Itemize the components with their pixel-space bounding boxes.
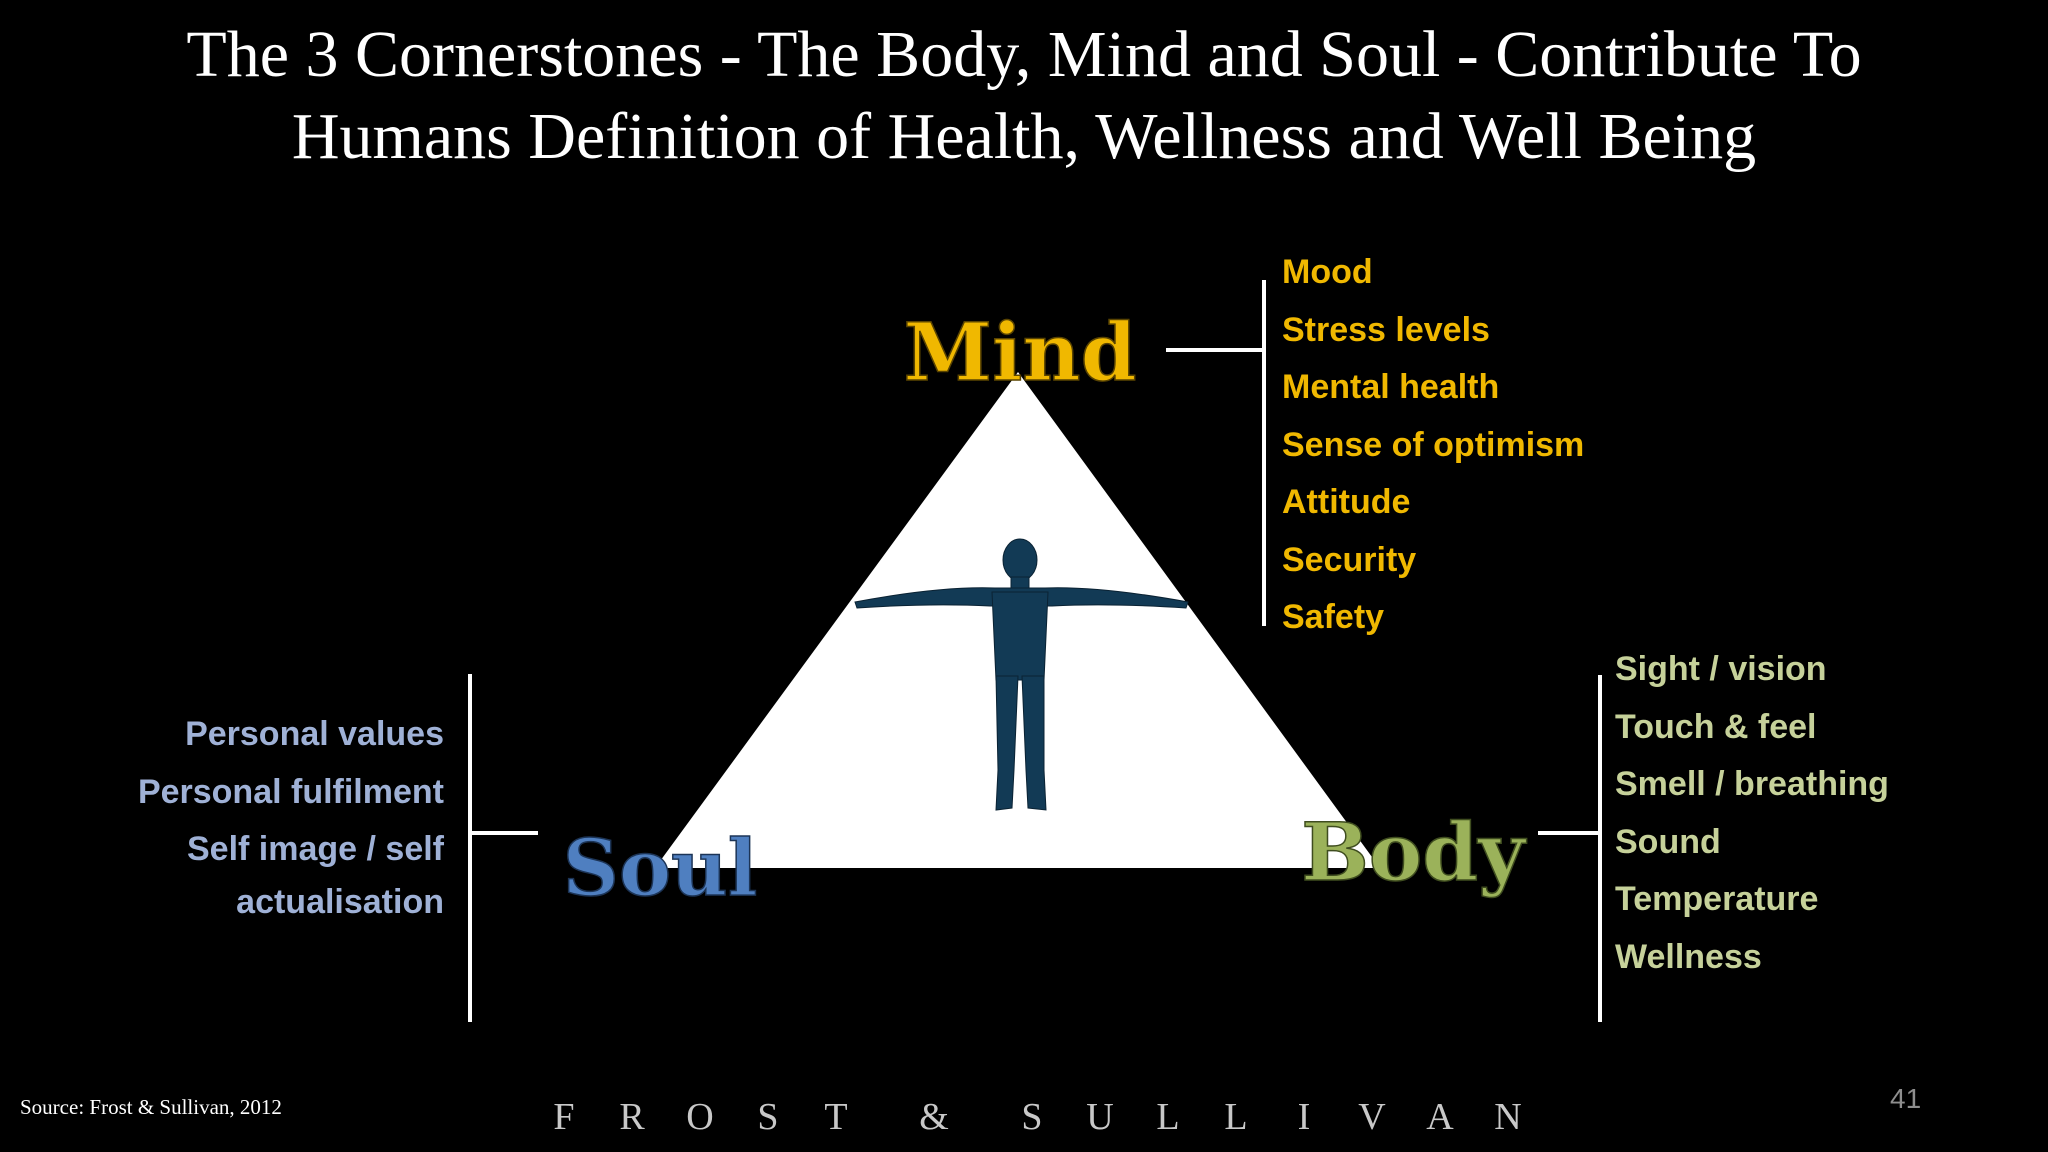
logo-letter: S	[757, 1096, 779, 1138]
soul-bracket	[468, 674, 538, 1022]
logo-letter: V	[1358, 1096, 1386, 1138]
logo-letter: N	[1494, 1096, 1522, 1138]
mind-item: Safety	[1282, 598, 1385, 636]
logo-letter	[968, 1095, 998, 1139]
logo-letter: O	[686, 1096, 714, 1138]
body-item: Sound	[1615, 822, 1721, 861]
mind-item: Security	[1282, 540, 1417, 579]
source-citation: Source: Frost & Sullivan, 2012	[20, 1095, 282, 1119]
soul-items-list: Personal values Personal fulfilment Self…	[138, 706, 444, 926]
mind-item: Mental health	[1282, 368, 1500, 406]
mind-item: Sense of optimism	[1282, 425, 1585, 464]
human-figure-icon	[854, 538, 1189, 811]
mind-item: Stress levels	[1282, 310, 1490, 349]
slide-title-line-2: Humans Definition of Health, Wellness an…	[291, 100, 1757, 173]
soul-item: Personal fulfilment	[137, 772, 444, 811]
logo-letter: L	[1156, 1096, 1180, 1138]
body-item: Temperature	[1615, 880, 1819, 918]
body-item: Wellness	[1615, 937, 1762, 976]
logo-letter	[870, 1095, 900, 1139]
body-item: Smell / breathing	[1615, 765, 1889, 803]
logo-letter: I	[1297, 1096, 1311, 1138]
logo-letter: F	[553, 1096, 575, 1138]
mind-label: Mind	[903, 305, 1136, 399]
logo-letter: U	[1086, 1096, 1114, 1138]
logo-letter: S	[1021, 1096, 1043, 1138]
mind-bracket	[1166, 280, 1266, 626]
logo-letter: R	[619, 1096, 645, 1138]
body-item: Sight / vision	[1615, 650, 1827, 688]
page-number: 41	[1890, 1083, 1922, 1114]
mind-items-list: Mood Stress levels Mental health Sense o…	[1282, 244, 1584, 647]
mind-item: Mood	[1282, 253, 1373, 291]
soul-label: Soul	[563, 823, 758, 914]
soul-item: Self image / self	[187, 830, 444, 868]
logo-letter: T	[824, 1096, 848, 1138]
logo-letter: A	[1426, 1096, 1454, 1138]
mind-item: Attitude	[1282, 483, 1411, 521]
body-bracket	[1538, 675, 1602, 1022]
body-items-list: Sight / vision Touch & feel Smell / brea…	[1615, 641, 1889, 986]
body-item: Touch & feel	[1615, 707, 1817, 746]
slide-title-line-1: The 3 Cornerstones - The Body, Mind and …	[186, 18, 1862, 91]
logo-letter: L	[1224, 1096, 1248, 1138]
logo-letter: &	[919, 1096, 949, 1138]
soul-item: Personal values	[185, 715, 444, 753]
body-label: Body	[1301, 805, 1527, 899]
slide-title: The 3 Cornerstones - The Body, Mind and …	[0, 14, 2048, 178]
soul-item: actualisation	[236, 882, 444, 921]
